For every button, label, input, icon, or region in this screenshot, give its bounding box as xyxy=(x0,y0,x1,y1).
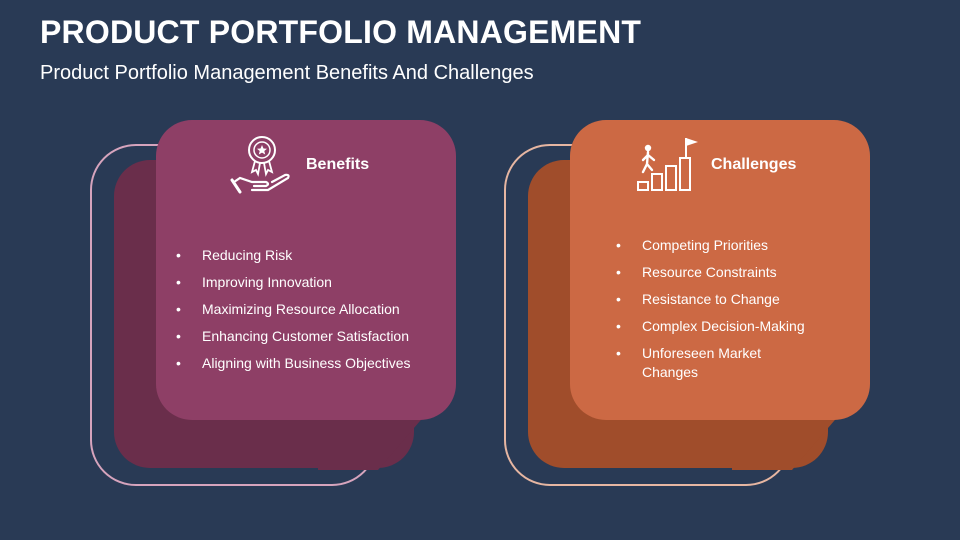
challenges-list: Competing Priorities Resource Constraint… xyxy=(616,236,826,390)
list-item: Resource Constraints xyxy=(616,263,826,282)
list-item: Aligning with Business Objectives xyxy=(176,354,411,373)
list-item: Competing Priorities xyxy=(616,236,826,255)
list-item: Improving Innovation xyxy=(176,273,411,292)
page-title: PRODUCT PORTFOLIO MANAGEMENT xyxy=(40,14,642,50)
list-item: Unforeseen Market Changes xyxy=(616,344,786,382)
list-item: Maximizing Resource Allocation xyxy=(176,300,411,319)
challenges-card: Challenges Competing Priorities Resource… xyxy=(502,120,882,490)
climbing-stairs-flag-icon xyxy=(637,138,698,191)
list-item: Enhancing Customer Satisfaction xyxy=(176,327,411,346)
benefits-header: Benefits xyxy=(156,134,456,196)
benefits-list: Reducing Risk Improving Innovation Maxim… xyxy=(176,246,411,381)
challenges-header: Challenges xyxy=(570,134,870,196)
challenges-title: Challenges xyxy=(711,156,797,173)
award-hand-icon xyxy=(230,136,290,194)
page-subtitle: Product Portfolio Management Benefits An… xyxy=(40,62,534,84)
list-item: Reducing Risk xyxy=(176,246,411,265)
list-item: Resistance to Change xyxy=(616,290,826,309)
benefits-card: Benefits Reducing Risk Improving Innovat… xyxy=(88,120,468,490)
benefits-title: Benefits xyxy=(306,156,370,173)
list-item: Complex Decision-Making xyxy=(616,317,826,336)
